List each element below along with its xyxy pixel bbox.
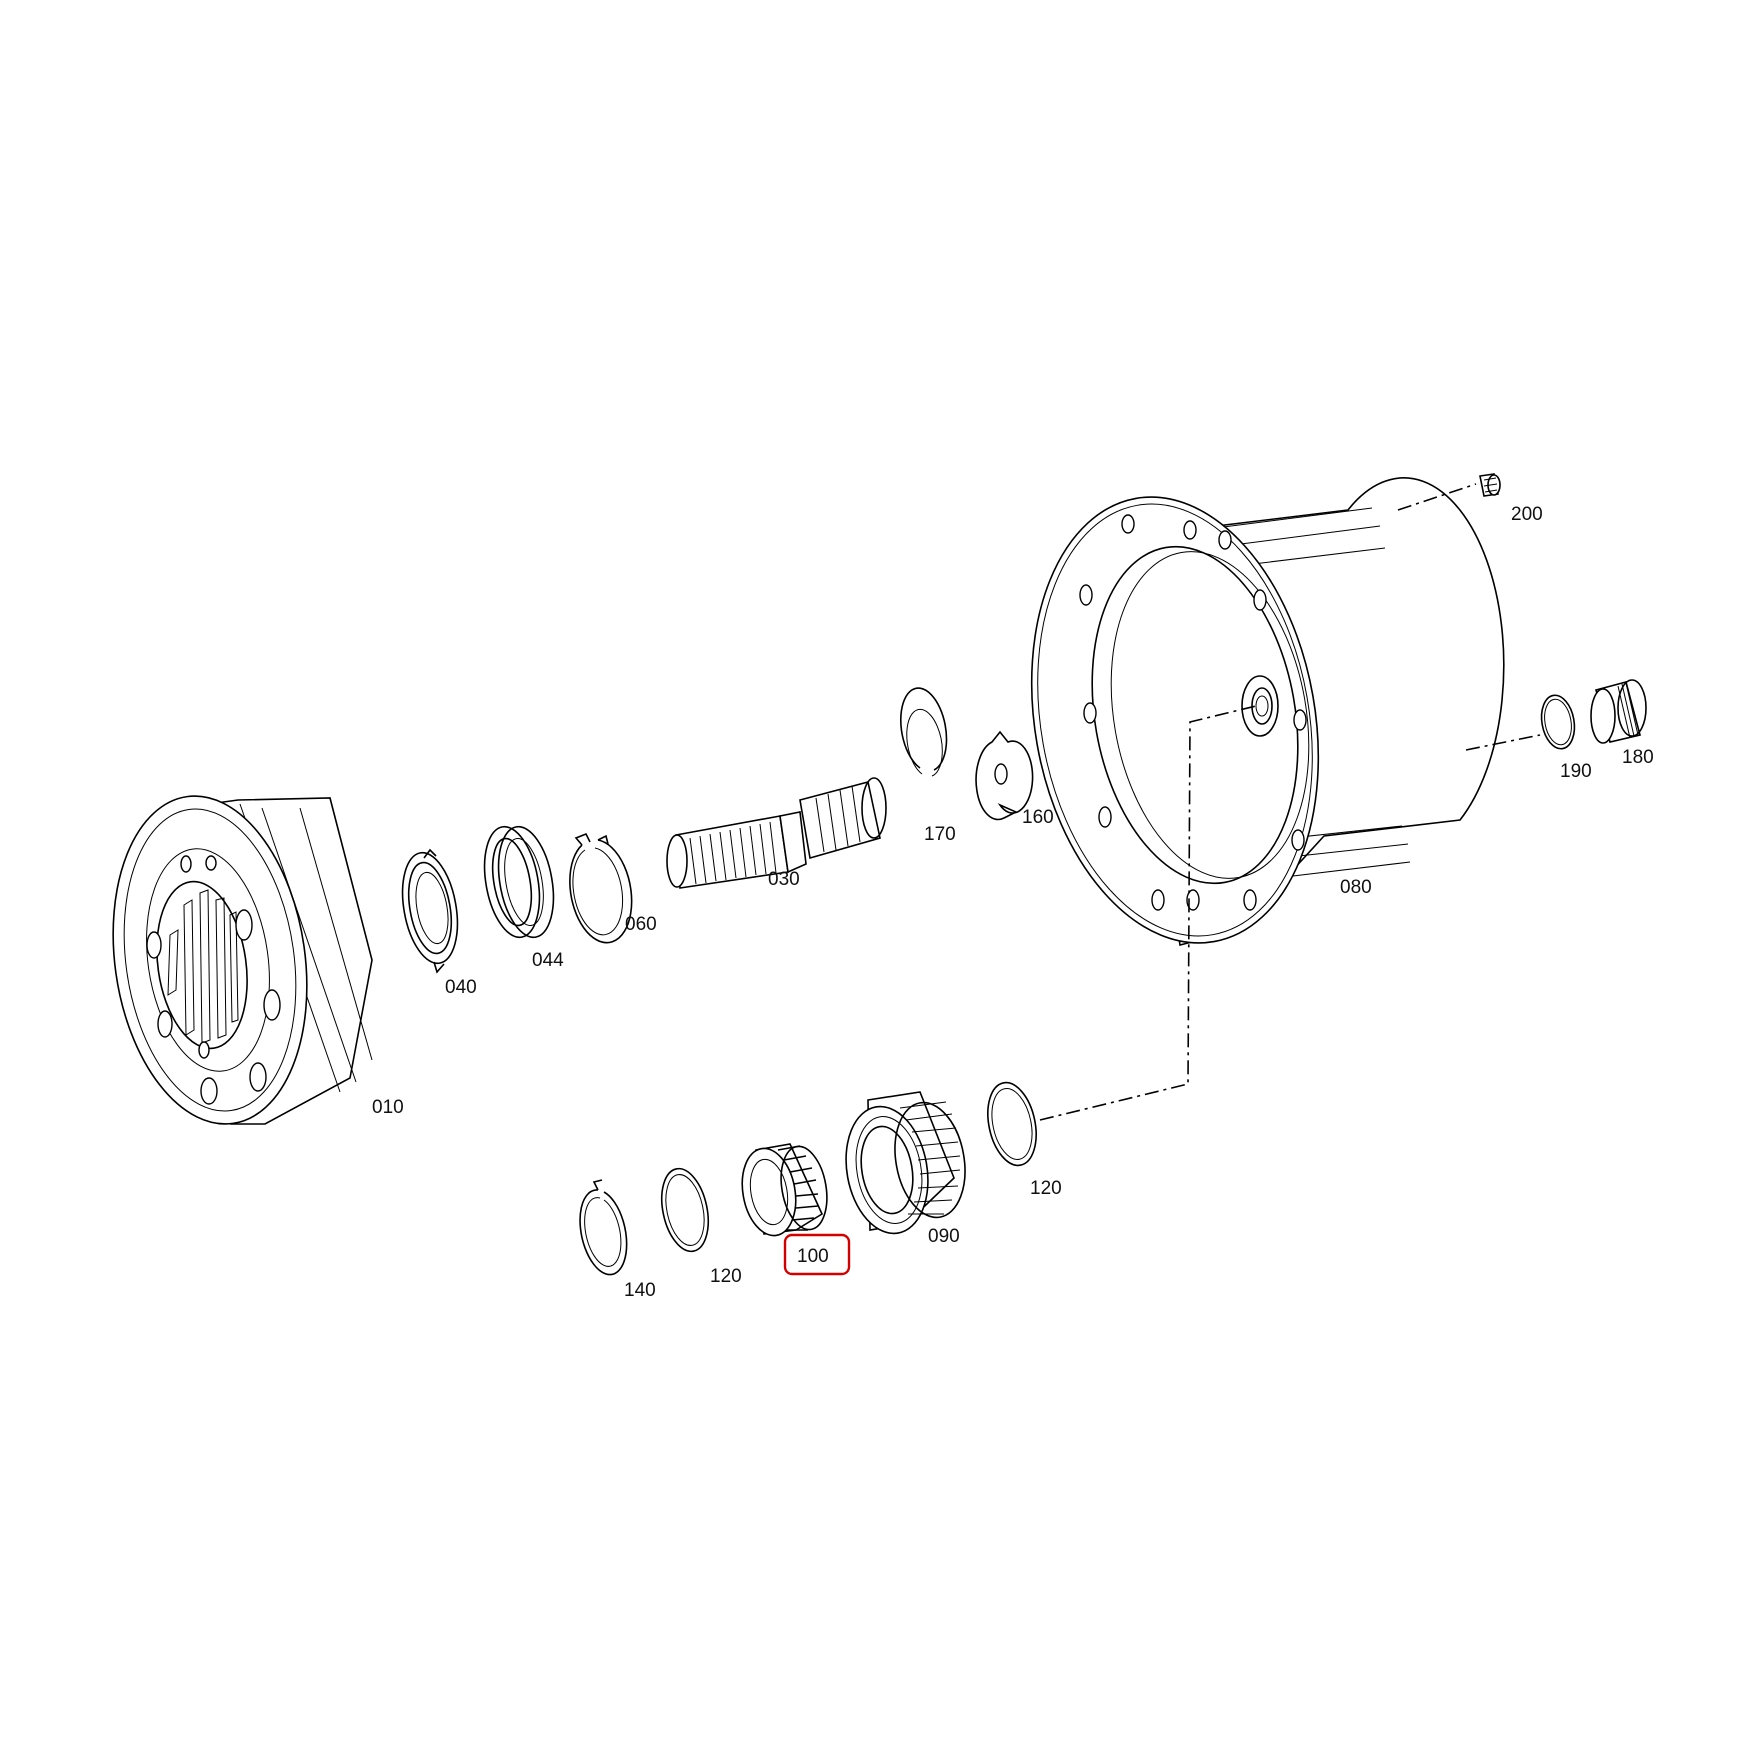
part-160-lock-plate[interactable] — [975, 730, 1034, 821]
part-044-bearing[interactable] — [477, 822, 562, 941]
part-060-retaining-ring[interactable] — [569, 832, 633, 944]
callout-100: 100 — [797, 1246, 829, 1267]
callout-120-lower: 120 — [710, 1266, 742, 1287]
callout-060: 060 — [625, 914, 657, 935]
part-090-planet-gear[interactable] — [836, 1091, 973, 1240]
callout-180: 180 — [1622, 747, 1654, 768]
assembly-leader-lines — [1039, 483, 1541, 1121]
part-010-planet-carrier[interactable] — [93, 783, 373, 1136]
callout-200: 200 — [1511, 504, 1543, 525]
part-170-snap-ring[interactable] — [899, 687, 948, 777]
part-120-snap-ring-upper[interactable] — [981, 1078, 1043, 1170]
callout-120-upper: 120 — [1030, 1178, 1062, 1199]
callout-160: 160 — [1022, 807, 1054, 828]
callout-170: 170 — [924, 824, 956, 845]
callout-080: 080 — [1340, 877, 1372, 898]
part-100-needle-bearing[interactable] — [736, 1143, 833, 1240]
callout-044: 044 — [532, 950, 564, 971]
part-140-circlip[interactable] — [579, 1179, 628, 1276]
callout-090: 090 — [928, 1226, 960, 1247]
callout-140: 140 — [624, 1280, 656, 1301]
callout-040: 040 — [445, 977, 477, 998]
callout-010: 010 — [372, 1097, 404, 1118]
callout-030: 030 — [768, 869, 800, 890]
callout-190: 190 — [1560, 761, 1592, 782]
part-080-housing[interactable] — [998, 474, 1505, 966]
part-120-snap-ring-lower[interactable] — [655, 1164, 716, 1255]
highlight-box-100 — [783, 1233, 851, 1276]
part-180-plug[interactable] — [1590, 679, 1647, 744]
part-190-o-ring[interactable] — [1538, 693, 1579, 752]
part-040-thrust-washer[interactable] — [395, 848, 466, 974]
part-200-breather[interactable] — [1479, 473, 1501, 497]
part-030-shaft[interactable] — [666, 777, 887, 889]
